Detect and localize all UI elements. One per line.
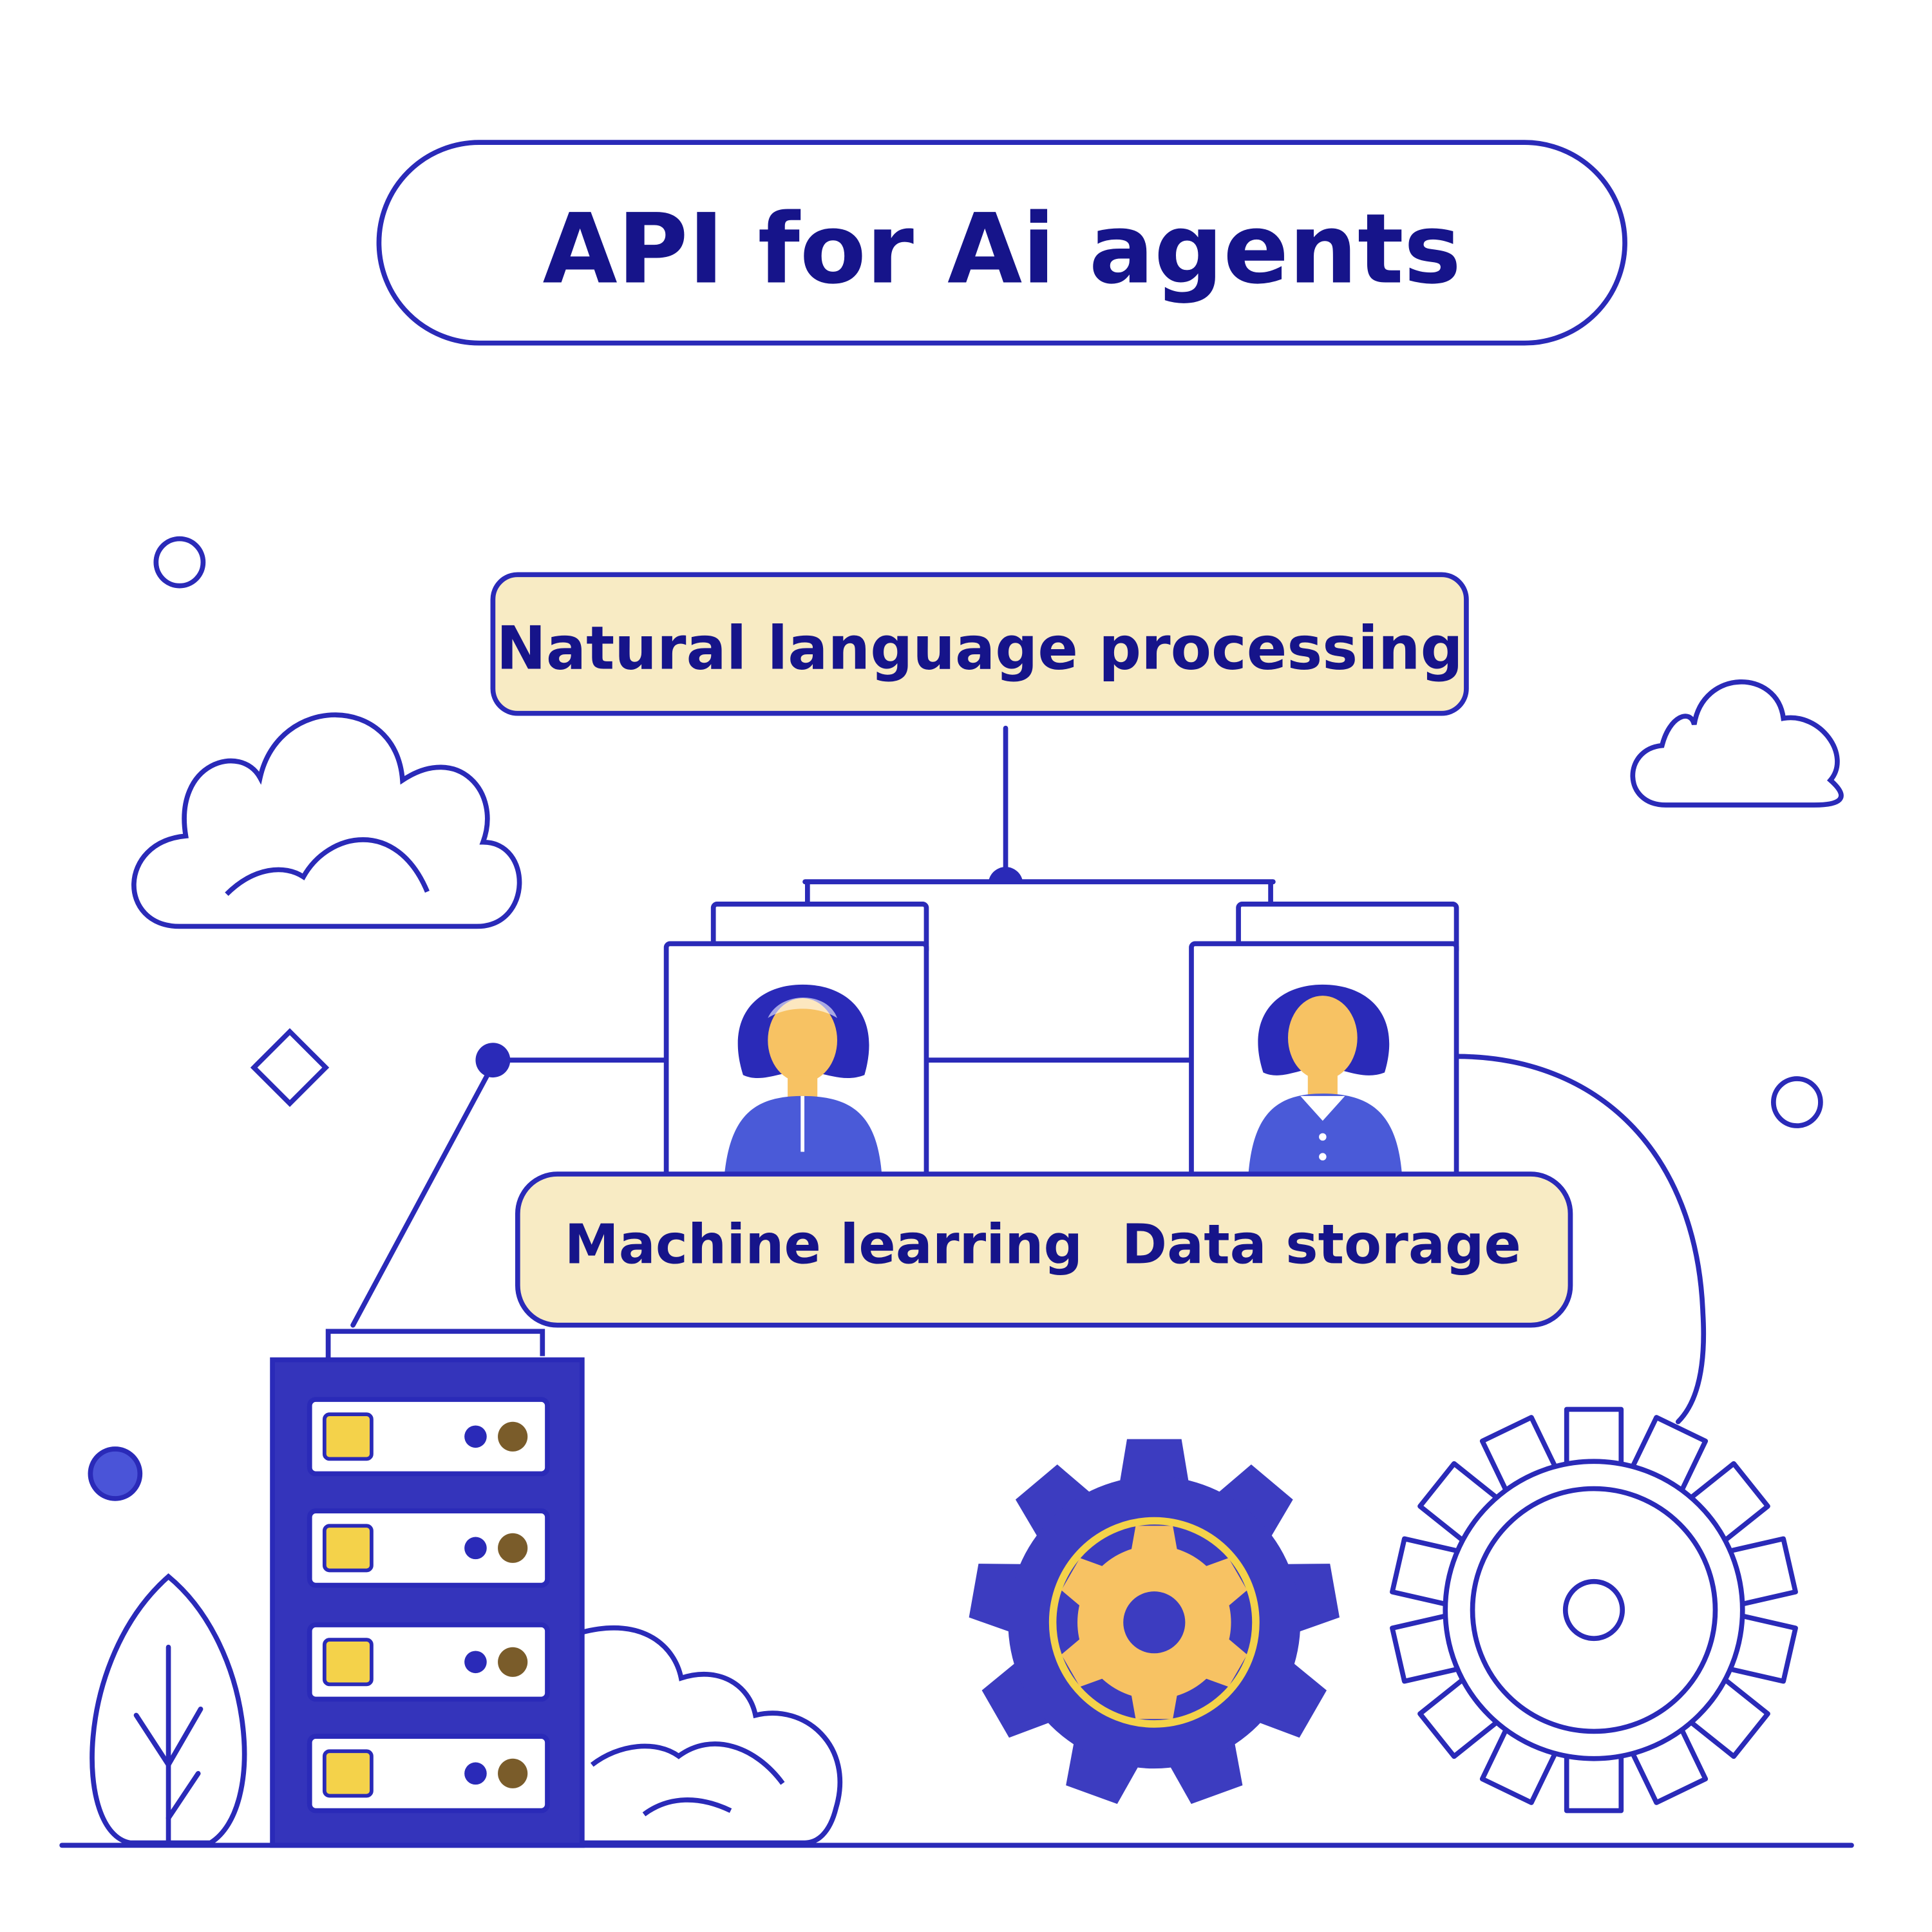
cloud-icon-right [1630, 679, 1844, 808]
ring-decoration-top-left [153, 536, 206, 589]
diagram-title: API for Ai agents [543, 193, 1461, 305]
nlp-label: Natural language processing [497, 613, 1463, 683]
title-pill: API for Ai agents [376, 140, 1627, 346]
person-icon [724, 984, 882, 1175]
leaf-icon [90, 1573, 247, 1846]
ml-storage-label-box: Machine learring Data storage [515, 1171, 1573, 1328]
connector-card-to-gear [1454, 1054, 1707, 1425]
nlp-label-box: Natural language processing [490, 572, 1469, 716]
left-node [475, 1043, 511, 1078]
server-unit-1 [307, 1397, 550, 1477]
agent-card-right [1189, 902, 1459, 1194]
server-rack-icon [270, 1329, 585, 1848]
decorations [88, 536, 1823, 1501]
cloud-icon-left [131, 712, 522, 929]
ring-decoration-right [1771, 1076, 1823, 1128]
server-unit-2 [307, 1508, 550, 1588]
gear-icon-outline [1390, 1406, 1798, 1814]
person-icon [1248, 984, 1402, 1175]
server-unit-4 [307, 1734, 550, 1814]
ml-label: Machine learring [565, 1213, 1083, 1276]
server-unit-3 [307, 1622, 550, 1702]
agent-card-left [663, 879, 1273, 1194]
dot-decoration-left [88, 1446, 143, 1501]
gear-icon-solid [969, 1439, 1340, 1804]
document-icon [805, 879, 1273, 902]
storage-label: Data storage [1122, 1213, 1521, 1276]
diamond-decoration [250, 1028, 330, 1107]
connector-node-to-server [350, 1057, 498, 1328]
cloud-icon-bottom [581, 1625, 842, 1846]
